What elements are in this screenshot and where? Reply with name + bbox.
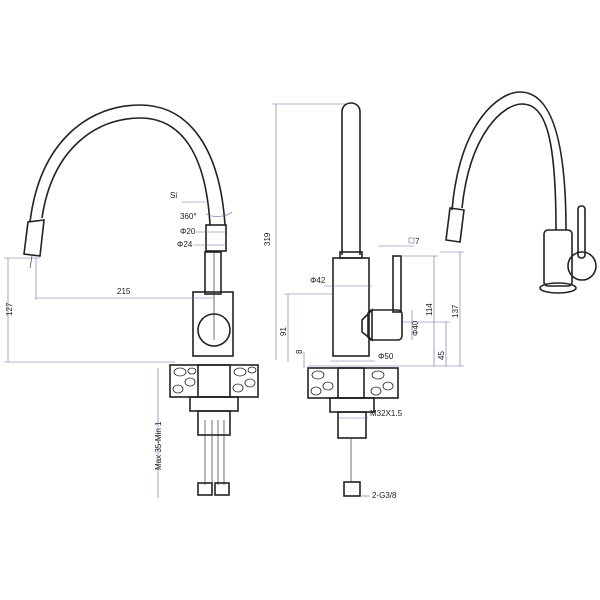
mid-shank-through — [337, 367, 365, 399]
label-7: 7 — [415, 237, 420, 246]
left-shank-through — [197, 364, 231, 398]
mid-handle-wedge — [361, 308, 373, 342]
mid-handle-base — [367, 309, 403, 341]
left-view: 127 215 Si 360° Φ20 Φ24 Max 35-Min 1 — [4, 104, 259, 498]
dim-max35-label: Max 35-Min 1 — [154, 421, 163, 470]
label-d42: Φ42 — [310, 276, 326, 285]
label-d20: Φ20 — [180, 227, 196, 236]
label-d40: Φ40 — [411, 320, 420, 336]
right-handle — [567, 251, 597, 281]
left-spray-head — [23, 219, 45, 257]
right-spray-head — [445, 207, 465, 243]
dim-127-label: 127 — [5, 302, 14, 316]
middle-view: 319 91 8 Φ42 7 Φ40 Φ50 114 137 45 M32X1.… — [263, 102, 464, 500]
right-lever — [577, 205, 586, 259]
dim-45-label: 45 — [437, 351, 446, 360]
dim-114-label: 114 — [425, 303, 434, 316]
right-spout-inner — [461, 103, 557, 231]
left-nut — [189, 396, 239, 412]
left-neck — [205, 224, 227, 252]
dim-319-label: 319 — [263, 232, 272, 246]
rotation-arc — [205, 211, 233, 217]
mid-nut — [329, 397, 375, 413]
label-d24: Φ24 — [177, 240, 193, 249]
mid-handle-lever — [392, 255, 402, 313]
label-d50: Φ50 — [378, 352, 394, 361]
right-spout-outer — [451, 91, 567, 231]
label-m32: M32X1.5 — [370, 409, 403, 418]
right-body — [543, 229, 573, 287]
left-spout-outer — [29, 104, 226, 226]
left-fitting-1 — [197, 482, 213, 496]
dim-137-label: 137 — [451, 304, 460, 318]
dim-8-label: 8 — [295, 349, 304, 354]
dim-91-label: 91 — [279, 327, 288, 336]
label-si: Si — [170, 191, 177, 200]
right-view — [445, 91, 597, 294]
mid-body — [332, 257, 370, 357]
left-stones — [172, 366, 257, 394]
right-base — [539, 282, 577, 294]
label-g38: 2-G3/8 — [372, 491, 397, 500]
label-360: 360° — [180, 212, 197, 221]
left-spout-inner — [41, 117, 211, 226]
mid-stones — [310, 370, 394, 396]
left-threaded — [197, 410, 231, 436]
left-column — [204, 251, 222, 295]
mid-spout-ring — [339, 251, 363, 259]
left-body — [192, 291, 234, 357]
mid-spout — [341, 102, 361, 255]
left-fitting-2 — [214, 482, 230, 496]
mid-fitting — [343, 481, 361, 497]
mid-threaded — [337, 411, 367, 439]
square-7-icon — [408, 237, 415, 244]
dim-215-label: 215 — [117, 287, 131, 296]
